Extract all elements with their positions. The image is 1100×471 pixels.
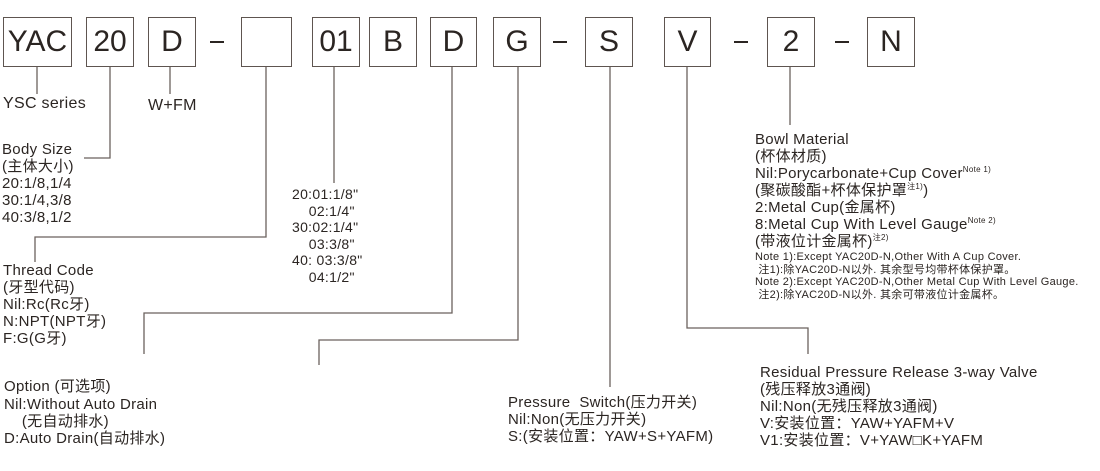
- code-box-bowl-material: 2: [767, 17, 815, 67]
- valve-item: Nil:Non(无残压释放3通阀): [760, 398, 938, 415]
- code-box-thread-code: [241, 17, 292, 67]
- connector-valve: [686, 67, 809, 354]
- bowl-material-subtitle: (杯体材质): [755, 148, 827, 165]
- bowl-material-gauge-text: 8:Metal Cup With Level Gauge: [755, 216, 968, 233]
- d-type-label: W+FM: [148, 97, 197, 114]
- bowl-material-title: Bowl Material: [755, 131, 849, 148]
- option-item: D:Auto Drain(自动排水): [4, 430, 166, 447]
- code-box-body-size: 20: [86, 17, 134, 67]
- valve-subtitle: (残压释放3通阀): [760, 381, 872, 398]
- bowl-material-nil-cn: (聚碳酸酯+杯体保护罩注1)): [755, 182, 1079, 199]
- port-size-item: 04:1/2": [292, 268, 355, 285]
- bowl-material-note: 注2):除YAC20D-N以外. 其余可带液位计金属杯。: [755, 288, 1005, 301]
- bowl-material-note: Note 1):Except YAC20D-N,Other With A Cup…: [755, 251, 1022, 263]
- option-section: Option (可选项) Nil:Without Auto Drain (无自动…: [4, 377, 165, 447]
- pressure-switch-item: Nil:Non(无压力开关): [508, 411, 647, 428]
- thread-code-item: N:NPT(NPT牙): [3, 313, 107, 330]
- series-label: YSC series: [3, 95, 87, 112]
- port-size-item: 40: 03:3/8": [292, 252, 363, 268]
- body-size-item: 40:3/8,1/2: [2, 209, 72, 226]
- code-box-b: B: [369, 17, 417, 67]
- bowl-material-metal: 2:Metal Cup(金属杯): [755, 199, 896, 216]
- separator-dash: [210, 41, 224, 43]
- bowl-material-gauge: 8:Metal Cup With Level GaugeNote 2): [755, 216, 1079, 233]
- code-box-option: D: [430, 17, 477, 67]
- bowl-material-nil-text: Nil:Porycarbonate+Cup Cover: [755, 165, 963, 182]
- bowl-material-nil-cn-text: (聚碳酸酯+杯体保护罩: [755, 182, 908, 199]
- port-size-section: 20:01:1/8" 02:1/4" 30:02:1/4" 03:3/8" 40…: [292, 186, 363, 285]
- valve-title: Residual Pressure Release 3-way Valve: [760, 364, 1038, 381]
- code-box-port-size: 01: [312, 17, 360, 67]
- option-item: Nil:Without Auto Drain: [4, 396, 158, 413]
- code-box-pressure-switch: S: [585, 17, 633, 67]
- code-box-g: G: [493, 17, 541, 67]
- bowl-material-gauge-cn-text: (带液位计金属杯): [755, 233, 873, 250]
- note-ref: 注1): [907, 182, 924, 191]
- option-item: (无自动排水): [4, 413, 109, 430]
- thread-code-item: Nil:Rc(Rc牙): [3, 296, 90, 313]
- connector-option: [143, 67, 453, 354]
- thread-code-title: Thread Code: [3, 262, 94, 279]
- port-size-item: 30:02:1/4": [292, 219, 359, 235]
- connector-g: [318, 67, 519, 365]
- body-size-section: Body Size (主体大小) 20:1/8,1/4 30:1/4,3/8 4…: [2, 141, 74, 226]
- code-box-valve: V: [664, 17, 711, 67]
- bowl-material-gauge-cn: (带液位计金属杯)注2): [755, 233, 1079, 250]
- body-size-title: Body Size: [2, 141, 73, 158]
- code-box-series: YAC: [3, 17, 72, 67]
- connector-thread-code: [34, 67, 267, 262]
- note-ref: 注2): [872, 233, 889, 242]
- body-size-item: 20:1/8,1/4: [2, 175, 72, 192]
- valve-section: Residual Pressure Release 3-way Valve (残…: [760, 364, 1038, 449]
- valve-item: V1:安装位置：V+YAW□K+YAFM: [760, 432, 984, 449]
- thread-code-subtitle: (牙型代码): [3, 279, 75, 296]
- code-box-d-type: D: [148, 17, 196, 67]
- pressure-switch-section: Pressure Switch(压力开关) Nil:Non(无压力开关) S:(…: [508, 394, 713, 445]
- body-size-item: 30:1/4,3/8: [2, 192, 72, 209]
- port-size-item: 20:01:1/8": [292, 186, 359, 202]
- note-ref: Note 2): [967, 216, 997, 225]
- port-size-item: 03:3/8": [292, 235, 355, 252]
- option-title: Option (可选项): [4, 378, 111, 395]
- bowl-material-section: Bowl Material (杯体材质) Nil:Porycarbonate+C…: [755, 131, 1079, 301]
- pressure-switch-title: Pressure Switch(压力开关): [508, 394, 698, 411]
- bowl-material-note: Note 2):Except YAC20D-N,Other Metal Cup …: [755, 276, 1079, 288]
- bracket-close: ): [923, 182, 929, 199]
- bowl-material-nil: Nil:Porycarbonate+Cup CoverNote 1): [755, 165, 1079, 182]
- note-ref: Note 1): [962, 165, 992, 174]
- pressure-switch-item: S:(安装位置：YAW+S+YAFM): [508, 428, 714, 445]
- separator-dash: [553, 41, 567, 43]
- thread-code-item: F:G(G牙): [3, 330, 67, 347]
- bowl-material-note: 注1):除YAC20D-N以外. 其余型号均带杯体保护罩。: [755, 263, 1016, 276]
- thread-code-section: Thread Code (牙型代码) Nil:Rc(Rc牙) N:NPT(NPT…: [3, 262, 106, 347]
- valve-item: V:安装位置：YAW+YAFM+V: [760, 415, 955, 432]
- port-size-item: 02:1/4": [292, 202, 355, 219]
- connector-body-size: [84, 67, 111, 159]
- code-box-n: N: [867, 17, 915, 67]
- body-size-subtitle: (主体大小): [2, 158, 74, 175]
- separator-dash: [734, 41, 748, 43]
- separator-dash: [835, 41, 849, 43]
